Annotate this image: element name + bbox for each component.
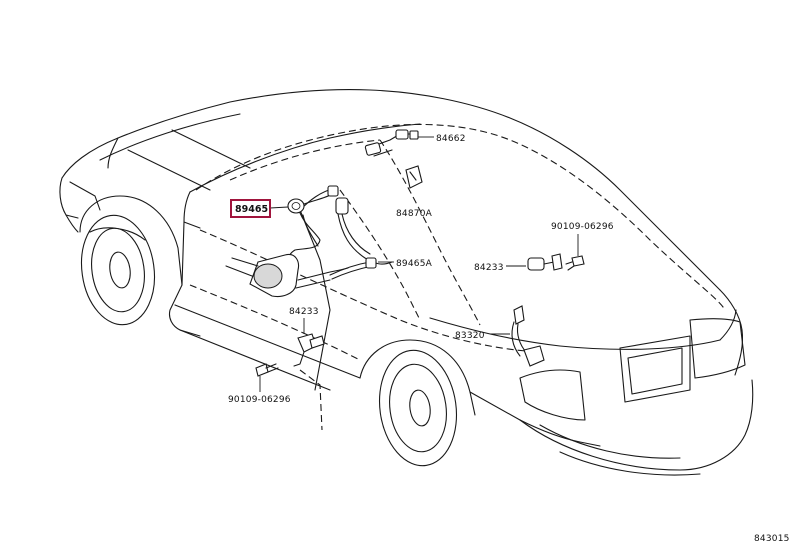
label-89465[interactable]: 89465	[235, 204, 268, 215]
label-84233-left[interactable]: 84233	[289, 307, 319, 317]
label-83320[interactable]: 83320	[455, 331, 485, 341]
label-84662[interactable]: 84662	[436, 134, 466, 144]
car-body-outline	[59, 89, 754, 476]
part-84233-right-sensor	[506, 234, 585, 271]
label-84870A[interactable]: 84870A	[396, 209, 433, 219]
part-89465-sensor	[269, 185, 339, 269]
part-labels: 89465 84662 84870A 90109-06296 84233 894…	[228, 134, 790, 544]
label-90109-upper[interactable]: 90109-06296	[551, 222, 614, 232]
roof-bracket	[405, 165, 423, 189]
label-89465A[interactable]: 89465A	[396, 259, 433, 269]
part-84870A-connector	[335, 197, 393, 265]
exhaust-assembly	[225, 253, 349, 298]
part-84662-switch	[364, 129, 434, 157]
part-83320-sensor	[490, 305, 545, 367]
figure-code: 843015	[754, 534, 790, 544]
label-84233-right[interactable]: 84233	[474, 263, 504, 273]
label-90109-lower[interactable]: 90109-06296	[228, 395, 291, 405]
highlight-box-89465	[230, 199, 271, 218]
roof-dashed-outline	[189, 123, 726, 431]
part-89465A-sensor	[329, 257, 394, 280]
part-84233-left-sensor	[255, 318, 325, 392]
